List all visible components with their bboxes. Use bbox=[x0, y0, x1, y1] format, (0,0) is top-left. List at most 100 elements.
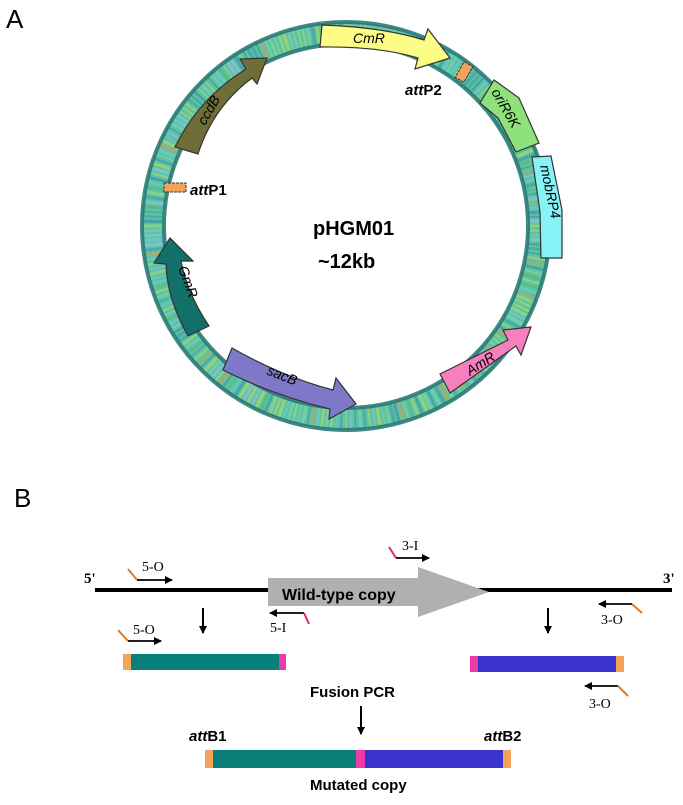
wildtype-gene: Wild-type copy bbox=[268, 567, 489, 617]
ring-stripe bbox=[259, 392, 270, 410]
ring-stripe bbox=[392, 403, 401, 422]
gene-label-cmr: CmR bbox=[353, 30, 385, 46]
primer-5o-label: 5-O bbox=[142, 560, 164, 575]
gene-cmr: CmR bbox=[319, 24, 451, 70]
ring-stripe bbox=[325, 408, 330, 428]
ring-stripe bbox=[515, 293, 534, 304]
ring-stripe bbox=[296, 404, 303, 423]
ring-stripe bbox=[292, 30, 299, 49]
ring-stripe bbox=[145, 200, 164, 206]
ring-stripe bbox=[520, 281, 539, 290]
ring-stripe bbox=[433, 385, 446, 404]
ring-stripe bbox=[160, 143, 178, 155]
ring-stripe bbox=[362, 409, 367, 428]
ring-stripe bbox=[233, 379, 247, 396]
ring-stripe bbox=[153, 162, 172, 171]
ring-stripe bbox=[144, 233, 163, 237]
ring-stripe bbox=[268, 395, 279, 414]
ring-stripe bbox=[152, 166, 171, 175]
primer-5i: 5-I bbox=[269, 609, 310, 636]
ring-stripe bbox=[225, 61, 240, 79]
ring-stripe bbox=[524, 269, 543, 276]
ring-stripe bbox=[397, 401, 406, 420]
ring-stripe bbox=[296, 29, 304, 48]
ring-stripe bbox=[384, 405, 391, 424]
ring-stripe bbox=[277, 35, 287, 53]
five-prime-label: 5' bbox=[84, 571, 96, 587]
ring-stripe bbox=[181, 333, 198, 346]
ring-stripe bbox=[505, 313, 524, 326]
ring-stripe bbox=[310, 407, 317, 426]
ring-stripe bbox=[437, 383, 450, 401]
ring-stripe bbox=[449, 59, 462, 76]
ring-stripe bbox=[510, 306, 528, 317]
ring-stripe bbox=[193, 347, 210, 361]
primer-5o: 5-O bbox=[127, 560, 173, 584]
ring-stripe bbox=[477, 84, 492, 99]
ring-stripe bbox=[148, 181, 167, 188]
ring-stripe bbox=[508, 310, 526, 321]
ring-stripe bbox=[286, 401, 295, 420]
ring-stripe bbox=[514, 298, 532, 308]
primer-5o-fragment-label: 5-O bbox=[133, 623, 155, 638]
ring-stripe bbox=[242, 383, 255, 401]
primer-3o-fragment: 3-O bbox=[584, 682, 629, 712]
ring-stripe bbox=[230, 58, 243, 76]
ring-stripe bbox=[371, 407, 377, 427]
ring-stripe bbox=[197, 350, 212, 365]
attp1-label: attP1 bbox=[190, 182, 227, 199]
ring-stripe bbox=[273, 36, 282, 55]
attp2-site: attP2 bbox=[405, 61, 474, 99]
ring-stripe bbox=[277, 399, 287, 418]
ring-stripe bbox=[251, 388, 262, 406]
ring-stripe bbox=[147, 185, 166, 192]
ring-stripe bbox=[521, 277, 540, 285]
ring-stripe bbox=[273, 397, 282, 416]
ring-stripe bbox=[315, 25, 321, 45]
ring-stripe bbox=[367, 408, 372, 427]
ring-stripe bbox=[421, 392, 433, 410]
primer-3i: 3-I bbox=[388, 539, 430, 562]
ring-stripe bbox=[226, 374, 239, 391]
ring-stripe bbox=[144, 210, 163, 214]
plasmid-size: ~12kb bbox=[318, 251, 375, 273]
ring-stripe bbox=[264, 394, 274, 412]
attb1-label: attB1 bbox=[189, 728, 227, 745]
ring-stripe bbox=[233, 56, 247, 74]
plasmid-name: pHGM01 bbox=[313, 218, 394, 240]
attp1-site: attP1 bbox=[163, 182, 227, 199]
ring-stripe bbox=[156, 153, 175, 162]
ring-stripe bbox=[237, 381, 251, 399]
ring-stripe bbox=[310, 26, 317, 45]
ring-stripe bbox=[306, 406, 312, 425]
wildtype-label: Wild-type copy bbox=[282, 587, 396, 604]
ring-stripe bbox=[145, 195, 165, 201]
primer-5i-label: 5-I bbox=[270, 621, 287, 636]
ring-stripe bbox=[417, 394, 429, 412]
ring-stripe bbox=[315, 407, 322, 427]
ring-stripe bbox=[144, 242, 164, 248]
ring-stripe bbox=[230, 376, 243, 393]
left-fragment bbox=[123, 654, 286, 670]
ring-stripe bbox=[445, 56, 458, 73]
ring-stripe bbox=[503, 317, 521, 330]
three-prime-label: 3' bbox=[663, 571, 675, 587]
ring-stripe bbox=[191, 344, 206, 357]
ring-stripe bbox=[473, 80, 488, 95]
ring-stripe bbox=[519, 285, 537, 295]
ring-stripe bbox=[525, 264, 544, 271]
ring-stripe bbox=[145, 246, 164, 252]
primer-3o-fragment-label: 3-O bbox=[589, 697, 611, 712]
ring-stripe bbox=[144, 215, 163, 219]
ring-stripe bbox=[515, 148, 534, 159]
mutated-construct bbox=[205, 750, 511, 768]
mutated-copy-label: Mutated copy bbox=[310, 777, 407, 794]
ring-stripe bbox=[281, 33, 291, 52]
ring-stripe bbox=[150, 171, 169, 179]
ring-stripe bbox=[187, 340, 204, 354]
ring-stripe bbox=[210, 362, 226, 379]
gene-amr: AmR bbox=[439, 326, 532, 394]
ring-stripe bbox=[282, 400, 291, 419]
ring-stripe bbox=[149, 268, 168, 276]
